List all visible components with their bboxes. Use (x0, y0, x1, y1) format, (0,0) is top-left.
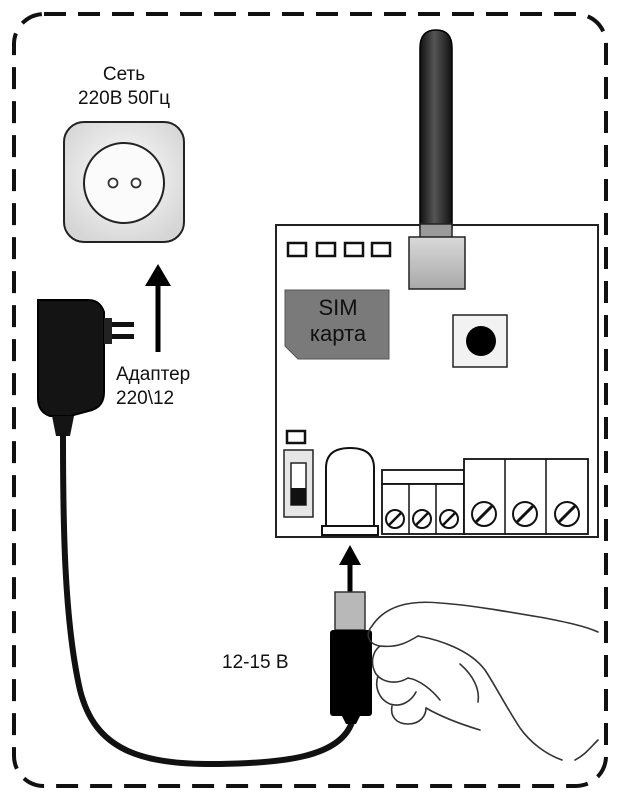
led-indicators (286, 241, 392, 258)
wall-socket-icon (63, 121, 185, 243)
adapter-label-line2: 220\12 (116, 388, 175, 409)
arrow-up-jack-icon (339, 545, 361, 592)
power-cable (60, 433, 355, 768)
dashed-frame (12, 12, 608, 788)
sim-label-line1: SIM (318, 295, 358, 320)
device-button (452, 314, 508, 368)
power-adapter-icon (37, 299, 134, 436)
power-jack (321, 446, 379, 536)
status-indicator (285, 429, 307, 445)
terminal-block-small (381, 469, 465, 535)
terminal-block-large (463, 458, 589, 535)
voltage-label: 12-15 В (222, 652, 289, 673)
socket-label-line1: Сеть (102, 64, 146, 85)
sim-card (284, 289, 390, 360)
adapter-label-line1: Адаптер (116, 364, 191, 385)
hand-icon (367, 601, 599, 761)
switch-icon (283, 449, 314, 518)
antenna-icon (408, 29, 466, 290)
socket-label-line2: 220В 50Гц (78, 88, 170, 109)
sim-label-line2: карта (309, 321, 367, 346)
dc-plug-icon (330, 591, 372, 724)
arrow-up-socket-icon (145, 264, 171, 352)
